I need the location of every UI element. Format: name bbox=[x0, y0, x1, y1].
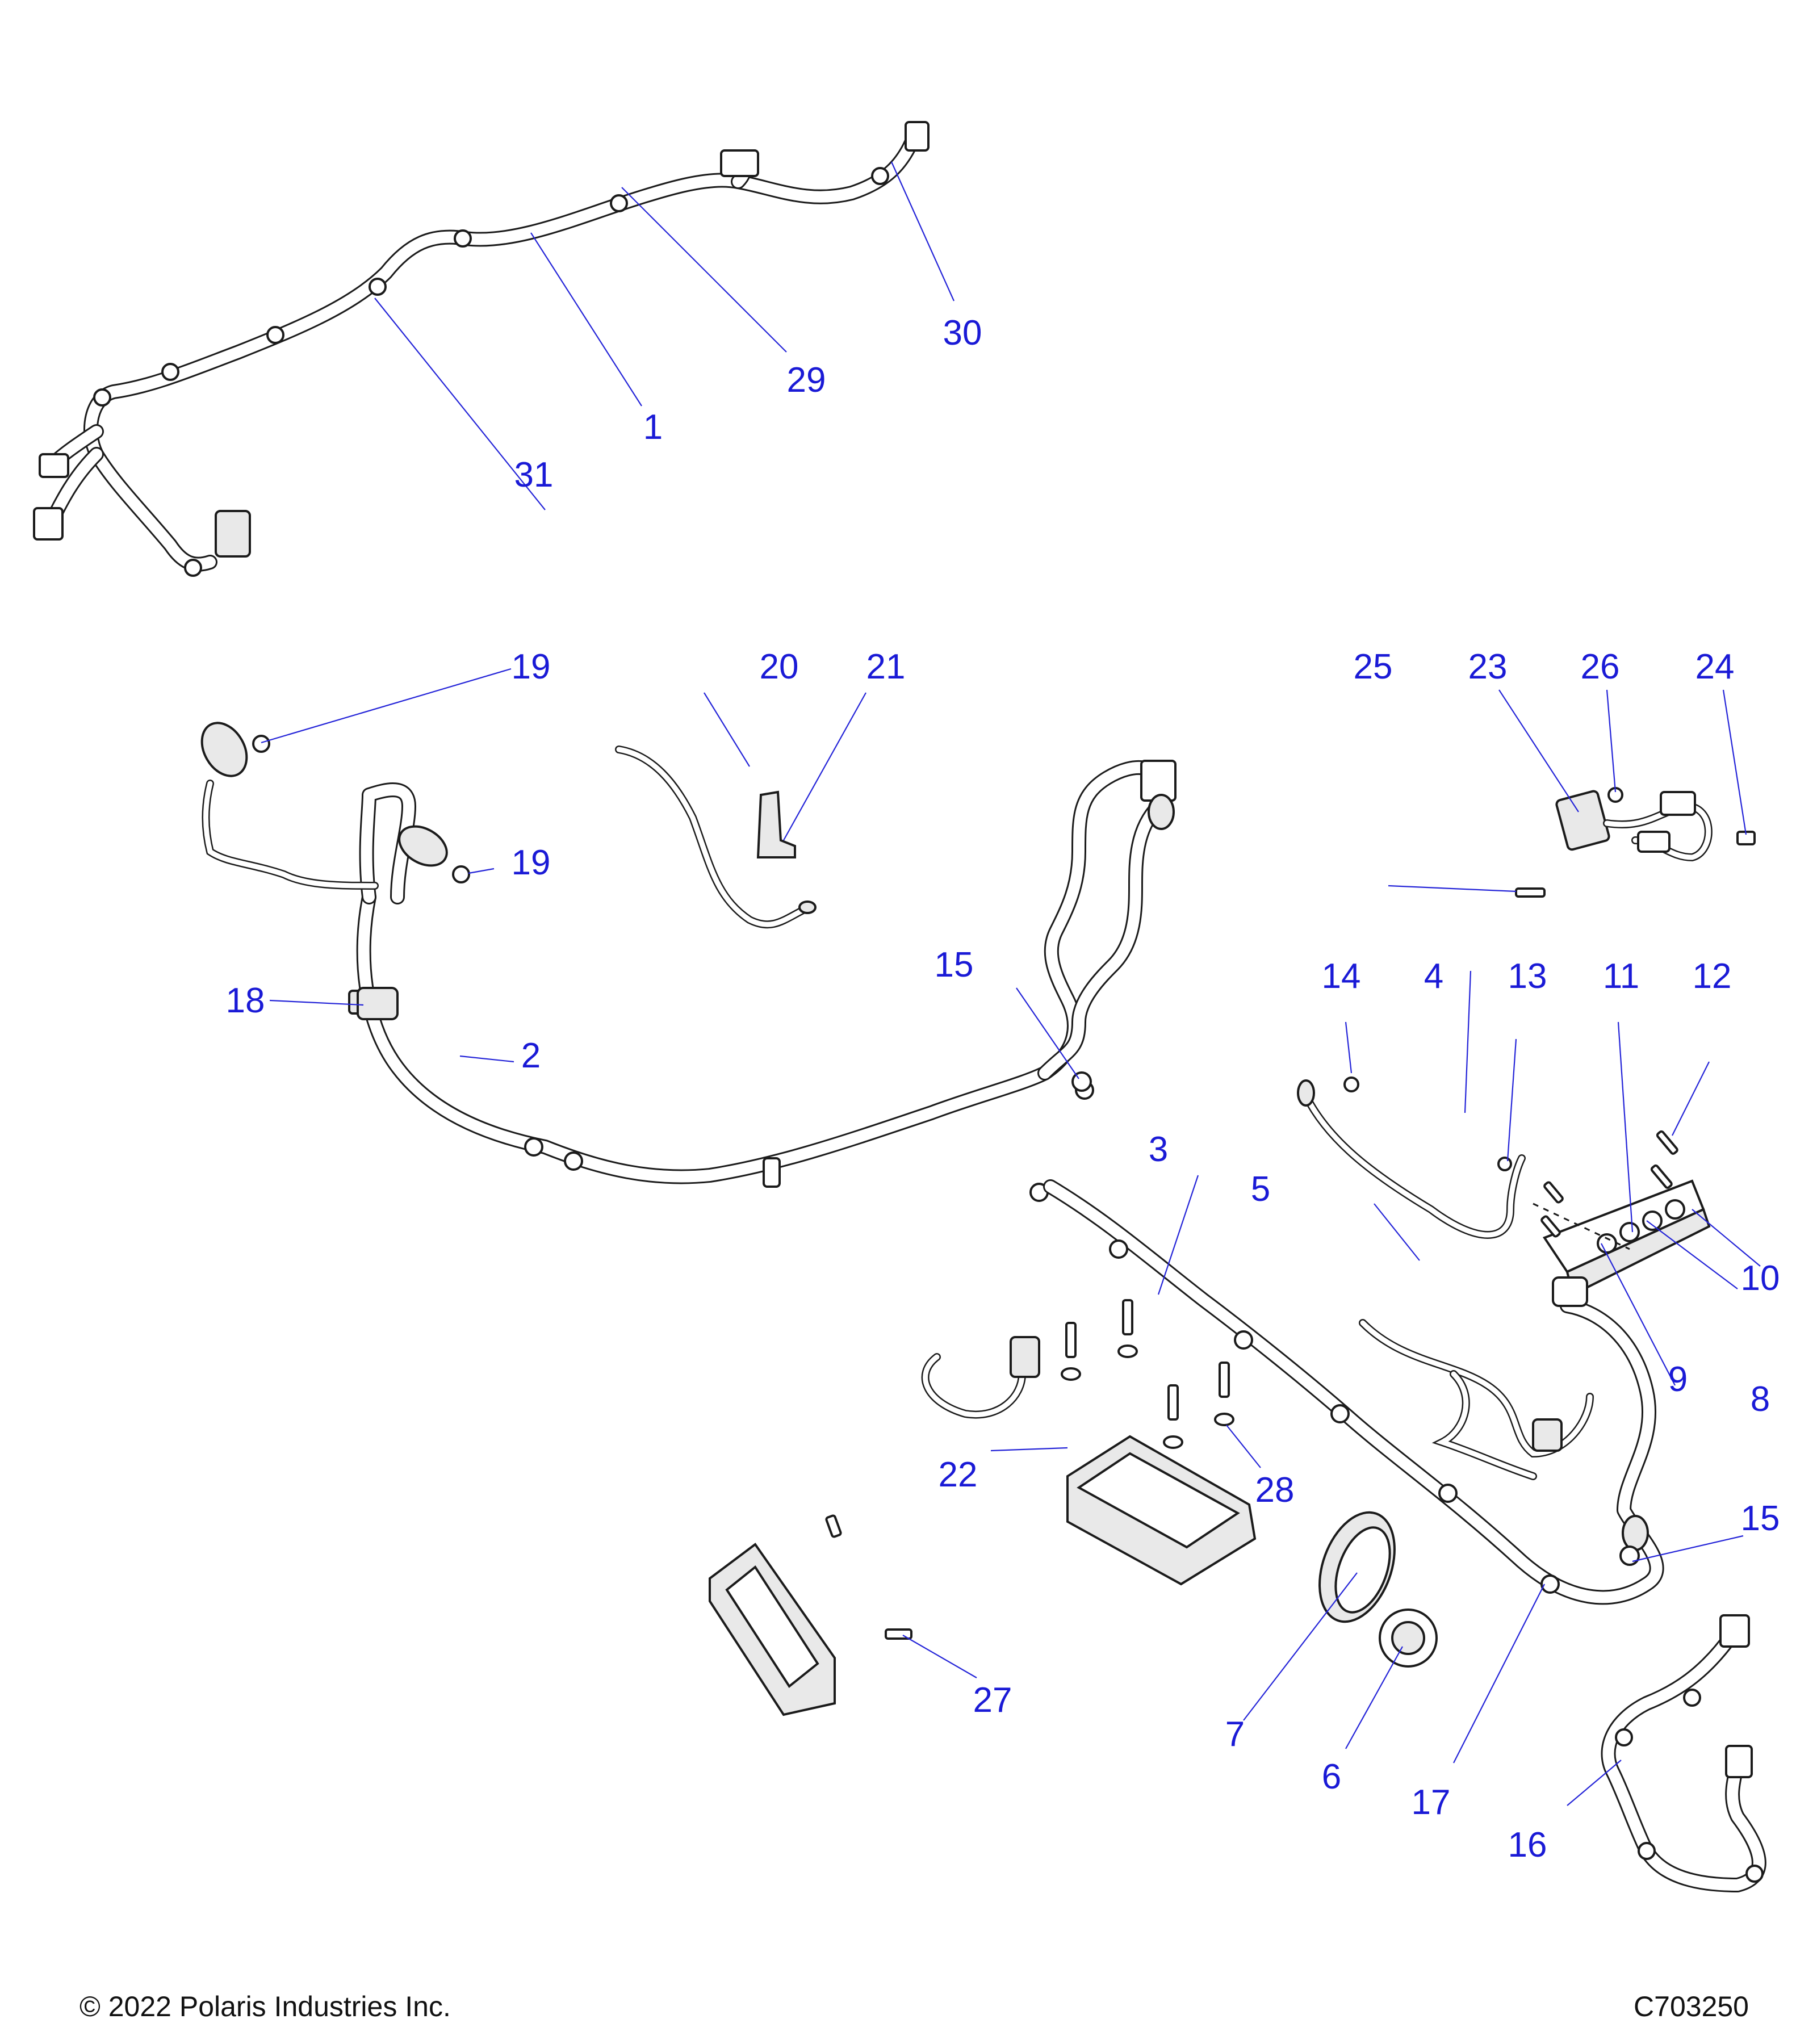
callout-20: 20 bbox=[760, 647, 799, 686]
callout-15-upper: 15 bbox=[935, 945, 974, 985]
harness-part-3 bbox=[1043, 1179, 1664, 1605]
fuse-block-parts-8-11 bbox=[1533, 1179, 1711, 1307]
drawing-number: C703250 bbox=[1634, 1991, 1749, 2022]
regulator-part-27 bbox=[709, 1514, 912, 1716]
harness-main-part-2 bbox=[200, 722, 1177, 1202]
callout-30: 30 bbox=[943, 313, 982, 353]
callout-9: 9 bbox=[1668, 1360, 1688, 1399]
callout-22: 22 bbox=[939, 1455, 978, 1494]
callout-5: 5 bbox=[1251, 1170, 1270, 1209]
callout-14: 14 bbox=[1322, 957, 1361, 996]
callout-13: 13 bbox=[1508, 957, 1547, 996]
bracket-part-21 bbox=[756, 790, 796, 858]
callout-19-lower: 19 bbox=[512, 843, 551, 882]
callout-16: 16 bbox=[1508, 1825, 1547, 1865]
leader-lines bbox=[261, 161, 1761, 1806]
copyright-notice: © 2022 Polaris Industries Inc. bbox=[79, 1991, 451, 2022]
callout-25: 25 bbox=[1354, 647, 1393, 686]
callout-21: 21 bbox=[866, 647, 906, 686]
callout-8: 8 bbox=[1751, 1380, 1770, 1419]
callout-18: 18 bbox=[226, 981, 265, 1020]
bolts-parts-12-14 bbox=[1540, 1130, 1678, 1238]
cable-part-5 bbox=[1359, 1319, 1594, 1480]
grommets-parts-6-7 bbox=[1318, 1511, 1438, 1668]
harness-part-16 bbox=[1601, 1614, 1766, 1892]
callout-1: 1 bbox=[643, 408, 663, 447]
callout-19-upper: 19 bbox=[512, 647, 551, 686]
callout-26: 26 bbox=[1581, 647, 1620, 686]
callout-27: 27 bbox=[973, 1681, 1012, 1720]
callout-12: 12 bbox=[1693, 957, 1732, 996]
bolts-washers-parts-22-28 bbox=[921, 1299, 1234, 1449]
callout-7: 7 bbox=[1225, 1715, 1245, 1754]
callout-10: 10 bbox=[1741, 1259, 1780, 1298]
callout-17: 17 bbox=[1412, 1783, 1451, 1822]
sensor-harness-parts-23-26 bbox=[1515, 787, 1756, 898]
harness-upper-part-1 bbox=[33, 121, 930, 577]
callout-29: 29 bbox=[787, 361, 826, 400]
callout-6: 6 bbox=[1322, 1757, 1341, 1796]
callout-15-lower: 15 bbox=[1741, 1499, 1780, 1538]
callout-4: 4 bbox=[1424, 957, 1443, 996]
callout-labels: 1 2 3 4 5 6 7 8 9 10 11 12 13 14 15 15 1… bbox=[226, 313, 1780, 1865]
callout-23: 23 bbox=[1468, 647, 1508, 686]
callout-31: 31 bbox=[514, 455, 554, 495]
control-module bbox=[1066, 1435, 1257, 1586]
callout-2: 2 bbox=[521, 1036, 541, 1075]
cable-part-20 bbox=[615, 745, 817, 929]
callout-11: 11 bbox=[1603, 957, 1639, 996]
callout-3: 3 bbox=[1149, 1130, 1168, 1169]
callout-28: 28 bbox=[1255, 1471, 1295, 1510]
cable-part-4 bbox=[1297, 1077, 1526, 1239]
nut-part-19 bbox=[252, 735, 470, 883]
callout-24: 24 bbox=[1695, 647, 1735, 686]
clamp-part-18 bbox=[357, 987, 399, 1020]
